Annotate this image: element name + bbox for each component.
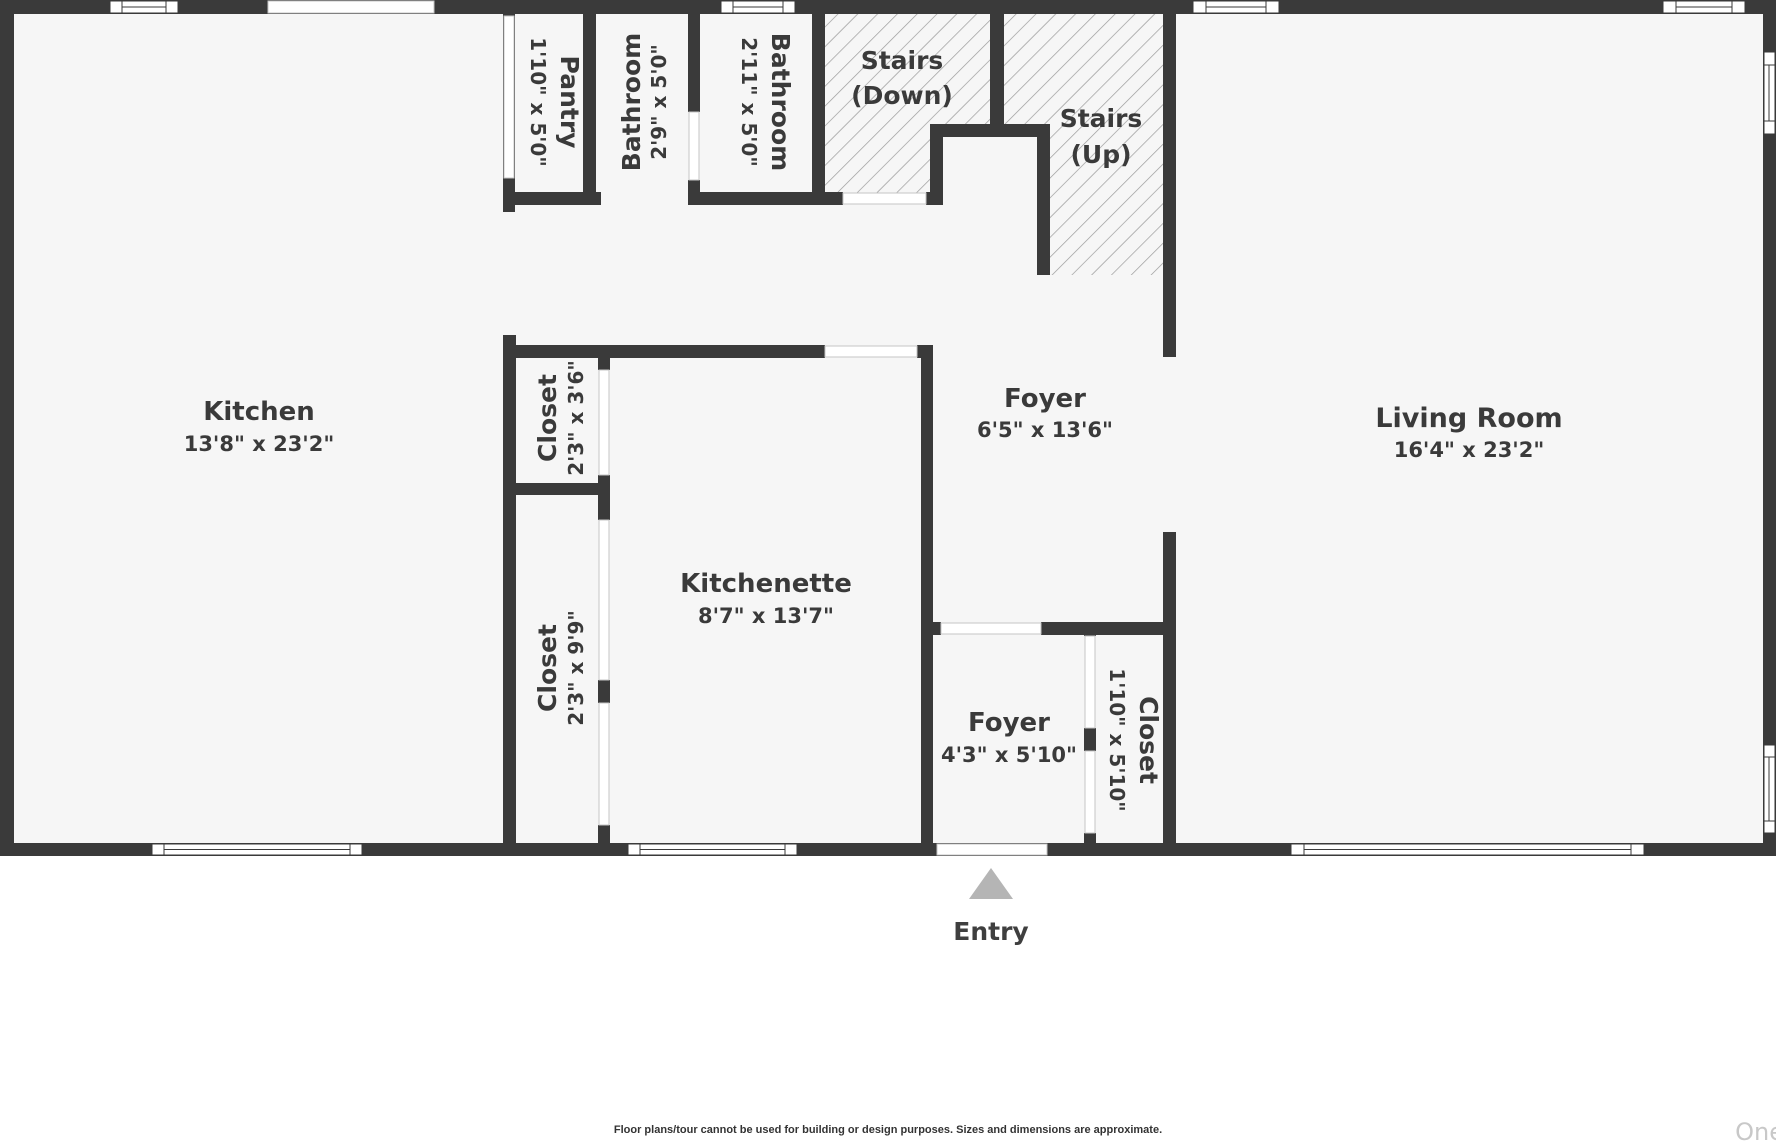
triangle-up-arrow-icon [969, 868, 1013, 899]
room-kitchen: Kitchen 13'8" x 23'2" [184, 397, 335, 456]
entry-label: Entry [953, 917, 1029, 946]
room-dims: 1'10" x 5'0" [526, 37, 550, 167]
room-closet-1: Closet 2'3" x 3'6" [533, 360, 588, 476]
room-name: Living Room [1375, 403, 1562, 434]
window-top-living-2 [1662, 0, 1746, 14]
room-dims: 1'10" x 5'10" [1105, 668, 1129, 811]
room-name: Bathroom [766, 33, 795, 171]
room-dims: 16'4" x 23'2" [1394, 438, 1545, 462]
windows [109, 0, 1776, 856]
room-name: Foyer [968, 708, 1050, 738]
window-right-upper [1763, 51, 1776, 135]
room-dims: 6'5" x 13'6" [977, 418, 1113, 442]
brand-watermark: One [1735, 1118, 1776, 1146]
stairs-up-area [1004, 14, 1163, 275]
room-foyer-small: Foyer 4'3" x 5'10" [941, 708, 1077, 767]
room-name: Closet [533, 624, 562, 712]
room-name: Stairs [1060, 104, 1143, 133]
room-name: Kitchenette [680, 569, 852, 599]
room-dims: 2'11" x 5'0" [737, 37, 761, 167]
room-dims: 2'3" x 3'6" [564, 360, 588, 476]
window-bottom-kitchen [151, 843, 363, 856]
room-living-room: Living Room 16'4" x 23'2" [1375, 403, 1562, 462]
room-subtitle: (Up) [1070, 140, 1131, 169]
window-bottom-kitchenette [627, 843, 798, 856]
room-stairs-up: Stairs (Up) [1060, 104, 1143, 169]
room-dims: 4'3" x 5'10" [941, 743, 1077, 767]
room-name: Kitchen [203, 397, 315, 427]
room-bathroom-2: Bathroom 2'11" x 5'0" [737, 33, 795, 171]
window-top-bathroom [720, 0, 796, 14]
room-foyer-main: Foyer 6'5" x 13'6" [977, 384, 1113, 442]
window-top-living-1 [1192, 0, 1280, 14]
room-dims: 2'9" x 5'0" [647, 44, 671, 160]
room-name: Bathroom [617, 33, 646, 171]
room-subtitle: (Down) [851, 81, 953, 110]
door-openings [267, 0, 1096, 856]
room-name: Stairs [861, 46, 944, 75]
window-bottom-living [1290, 843, 1645, 856]
room-name: Pantry [555, 56, 584, 149]
room-stairs-down: Stairs (Down) [851, 46, 953, 110]
room-kitchenette: Kitchenette 8'7" x 13'7" [680, 569, 852, 628]
window-top-kitchen [109, 0, 179, 14]
room-pantry: Pantry 1'10" x 5'0" [526, 37, 584, 167]
room-name: Closet [1134, 696, 1163, 784]
room-dims: 13'8" x 23'2" [184, 432, 335, 456]
stairs-down-area [825, 14, 990, 193]
room-name: Foyer [1004, 384, 1086, 414]
disclaimer-footer: Floor plans/tour cannot be used for buil… [613, 1124, 1163, 1136]
room-closet-2: Closet 2'3" x 9'9" [533, 610, 588, 726]
room-name: Closet [533, 374, 562, 462]
room-bathroom-1: Bathroom 2'9" x 5'0" [617, 33, 671, 171]
room-dims: 8'7" x 13'7" [698, 604, 834, 628]
room-closet-3: Closet 1'10" x 5'10" [1105, 668, 1163, 811]
room-dims: 2'3" x 9'9" [564, 610, 588, 726]
window-right-lower [1763, 744, 1776, 834]
